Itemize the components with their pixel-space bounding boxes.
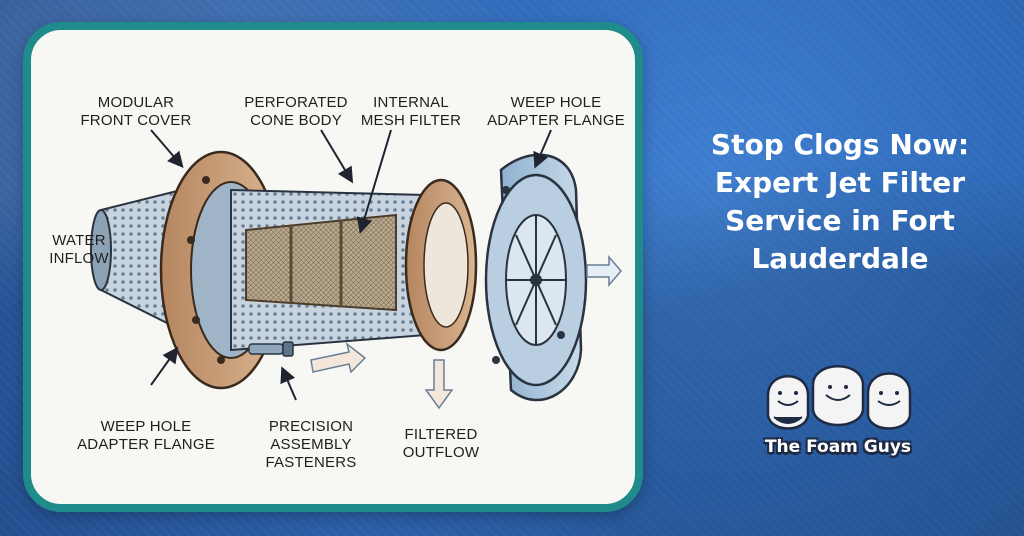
rear-ring [404, 178, 478, 352]
label-water-inflow: WATER INFLOW [49, 232, 109, 267]
three-faces-illustration [766, 365, 912, 430]
fastener-bolt [248, 341, 294, 357]
jet-filter-exploded-illustration [90, 129, 622, 410]
pointer-cone-body [320, 129, 354, 184]
the-foam-guys-logo: The Foam Guys [738, 355, 938, 465]
filtered-outflow-arrow [424, 359, 454, 410]
pointer-fasteners [280, 366, 297, 401]
pointer-mesh-filter [356, 129, 392, 234]
outflow-arrow-right [586, 254, 622, 288]
jet-filter-diagram-card: MODULAR FRONT COVER PERFORATED CONE BODY… [23, 22, 643, 512]
pointer-front-cover [150, 129, 184, 169]
label-modular-front-cover: MODULAR FRONT COVER [80, 94, 192, 129]
pointer-weep-hole-top [533, 129, 552, 169]
label-weep-hole-adapter-flange-bottom: WEEP HOLE ADAPTER FLANGE [77, 418, 215, 453]
pointer-weep-hole-bottom [150, 346, 179, 386]
label-filtered-outflow: FILTERED OUTFLOW [402, 426, 480, 461]
label-weep-hole-adapter-flange-top: WEEP HOLE ADAPTER FLANGE [487, 94, 625, 129]
label-internal-mesh-filter: INTERNAL MESH FILTER [360, 94, 462, 129]
weep-hole-adapter-flange-cap [484, 153, 588, 402]
flow-arrow-diagonal [310, 342, 367, 374]
label-perforated-cone-body: PERFORATED CONE BODY [244, 94, 348, 129]
logo-text: The Foam Guys [764, 437, 912, 457]
label-precision-assembly-fasteners: PRECISION ASSEMBLY FASTENERS [265, 418, 357, 471]
headline: Stop Clogs Now: Expert Jet Filter Servic… [710, 128, 970, 275]
internal-mesh-filter [245, 213, 397, 312]
